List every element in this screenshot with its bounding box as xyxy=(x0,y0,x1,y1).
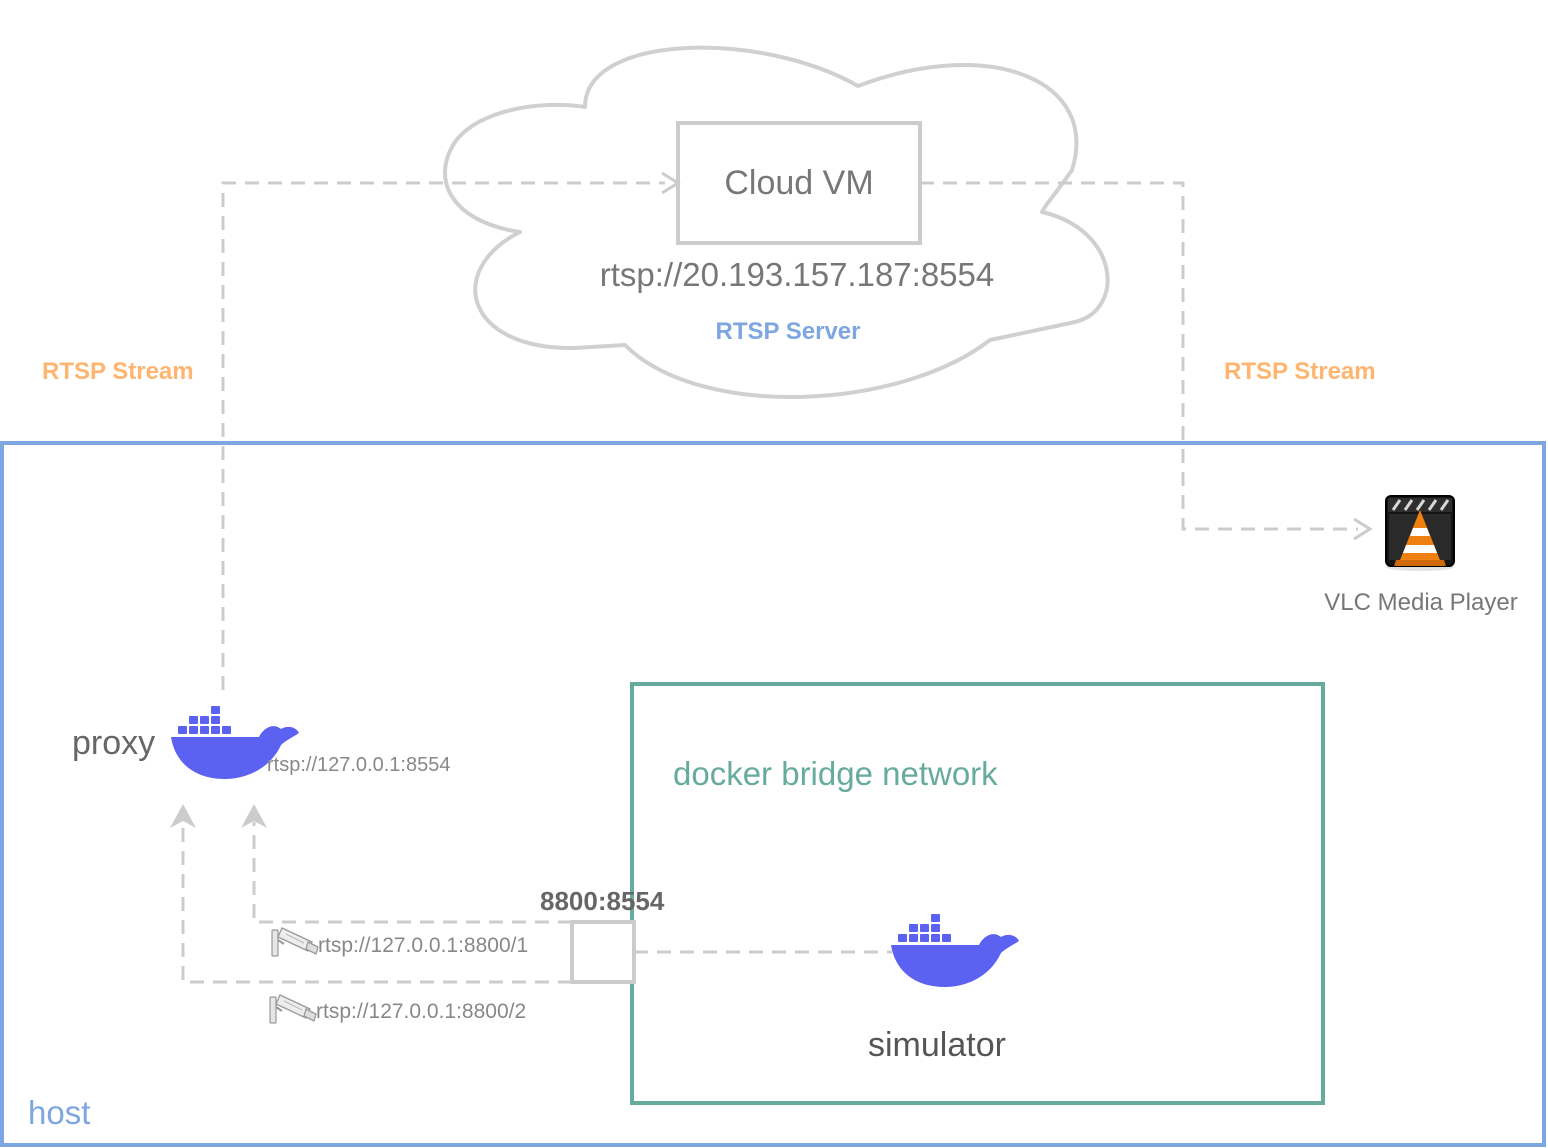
cloud-to-vlc-connector xyxy=(920,181,1358,531)
proxy-arrowhead-1 xyxy=(241,804,267,828)
cloud-arrowhead xyxy=(661,171,681,195)
cloud-vm-label: Cloud VM xyxy=(724,164,874,202)
vlc-media-player-label: VLC Media Player xyxy=(1324,589,1518,616)
cloud-vm-url: rtsp://20.193.157.187:8554 xyxy=(599,256,995,293)
cctv-camera-icon xyxy=(269,994,317,1024)
camera1-to-proxy-connector xyxy=(252,822,572,924)
proxy-url: rtsp://127.0.0.1:8554 xyxy=(267,754,451,776)
vlc-arrowhead xyxy=(1353,517,1373,541)
cctv-camera-icon xyxy=(271,927,319,957)
port-mapping-box[interactable] xyxy=(570,920,636,984)
vlc-media-player-icon[interactable] xyxy=(1385,495,1455,571)
docker-bridge-network-boundary xyxy=(630,682,1325,1105)
simulator-label: simulator xyxy=(868,1026,1006,1064)
host-boundary xyxy=(0,441,1546,1147)
proxy-label: proxy xyxy=(72,724,156,762)
camera2-to-proxy-connector xyxy=(181,822,572,984)
proxy-to-cloud-connector xyxy=(221,181,665,690)
camera-1-url: rtsp://127.0.0.1:8800/1 xyxy=(318,934,529,957)
rtsp-stream-label-right: RTSP Stream xyxy=(1224,358,1376,385)
rtsp-server-label: RTSP Server xyxy=(715,318,861,345)
camera-2-url: rtsp://127.0.0.1:8800/2 xyxy=(316,1000,527,1023)
rtsp-stream-label-left: RTSP Stream xyxy=(42,358,194,385)
docker-bridge-network-label: docker bridge network xyxy=(673,755,998,792)
docker-whale-icon xyxy=(891,914,1019,987)
proxy-arrowhead-2 xyxy=(170,804,196,828)
host-label: host xyxy=(28,1094,91,1131)
port-mapping-label: 8800:8554 xyxy=(540,886,665,916)
